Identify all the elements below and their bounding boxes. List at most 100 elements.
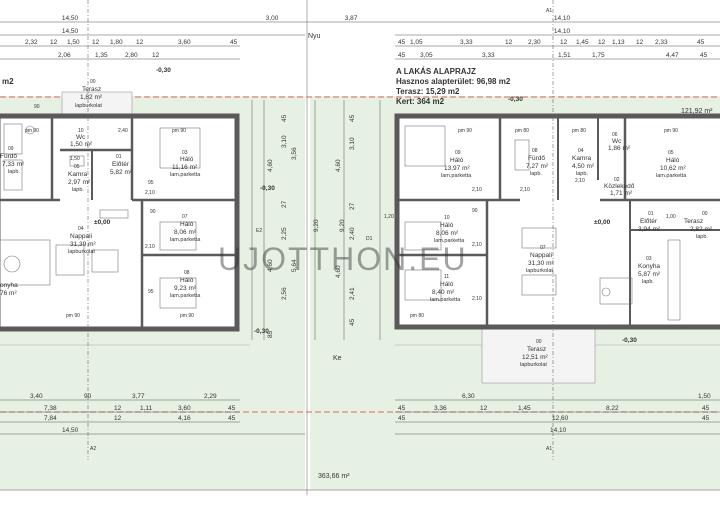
dim-value: 85	[267, 330, 274, 338]
right-terrace-entry-label: 00 Terasz 2,82 m² lapb.	[684, 211, 713, 240]
right-room-05: 05 Háló 10,62 m² lam.parketta	[656, 150, 687, 179]
dim-value: 45	[697, 39, 705, 46]
room-id: 01	[648, 211, 654, 217]
dim-value: 3,10	[349, 137, 356, 150]
left-fixtures	[0, 123, 201, 309]
dim-value: 3,36	[434, 405, 447, 412]
left-walls	[0, 113, 240, 332]
room-floor: lam.parketta	[170, 172, 201, 178]
room-id: 03	[182, 150, 188, 156]
dim-value: 7,38	[44, 405, 57, 412]
dim-value: 12	[636, 39, 644, 46]
dim-top-row4-right: 45 3,05 3,33 1,51 1,75 4,47 45	[398, 52, 708, 59]
room-name: Kamra	[572, 155, 592, 162]
dim-value: 12	[598, 39, 606, 46]
room-area: 31,30 m²	[528, 260, 554, 267]
room-area: 4,50 m²	[572, 163, 595, 170]
dim-value: 1,13	[612, 39, 625, 46]
opening-label: 2,10	[145, 190, 155, 196]
room-area: 31,39 m²	[70, 241, 96, 248]
right-room-07: 07 Nappali 31,30 m² lapburkolat	[526, 245, 554, 274]
room-name: onyha	[0, 282, 18, 289]
opening-label: 1,00	[666, 214, 676, 220]
room-name: Háló	[666, 157, 680, 164]
section-a2-bottom: A2	[90, 446, 96, 452]
dim-value: 45	[228, 415, 236, 422]
room-name: Háló	[180, 221, 194, 228]
garden-area-line: Kert: 364 m2	[396, 97, 445, 106]
dim-value: 90	[84, 393, 92, 400]
opening-label: pm 90	[664, 128, 678, 134]
room-id: 04	[78, 226, 84, 232]
dim-value: 45	[700, 52, 708, 59]
left-room-07: 07 Háló 8,06 m² lam.parketta	[170, 214, 201, 243]
terrace-name: Terasz	[527, 346, 546, 353]
level-left-bottom: -0,30	[254, 328, 269, 335]
room-floor: lapburkolat	[68, 249, 95, 255]
room-area: 13,97 m²	[444, 165, 470, 172]
level-left-mid: -0,30	[260, 185, 275, 192]
dim-bottom-14-50: 14,50	[62, 427, 79, 434]
dim-value: 1,35	[95, 52, 108, 59]
room-id: 04	[578, 148, 584, 154]
dim-bottom-row1: 3,40 90 3,77 2,29 6,30 1,50	[30, 393, 711, 400]
room-name: Előtér	[112, 161, 130, 168]
room-area: 1,86 m²	[608, 145, 631, 152]
right-room-02: 02 Közlekedő 1,71 m²	[604, 177, 635, 197]
room-floor: lapb.	[8, 169, 20, 175]
opening-label: 90	[150, 209, 156, 215]
room-floor: lam.parketta	[170, 293, 201, 299]
dim-value: 2,32	[25, 39, 38, 46]
left-building-floor	[0, 116, 237, 329]
dim-value: 27	[281, 200, 288, 208]
dim-value: 12	[480, 405, 488, 412]
room-floor: lam.parketta	[434, 238, 465, 244]
room-name: Nappali	[530, 252, 552, 259]
dim-value: 1,75	[592, 52, 605, 59]
opening-label: 1,20	[384, 214, 394, 220]
watermark: UJOTTHON.EU	[218, 241, 468, 277]
opening-label: pm 90	[180, 313, 194, 319]
dim-value: 12,60	[552, 415, 569, 422]
opening-label: 2,10	[472, 187, 482, 193]
dim-value: 12	[50, 39, 58, 46]
opening-label: pm 80	[410, 313, 424, 319]
useful-area-line: Hasznos alapterület: 96,98 m2	[396, 77, 511, 86]
right-fixtures	[404, 125, 681, 321]
room-area: 8,40 m²	[432, 289, 455, 296]
room-name: Háló	[440, 281, 454, 288]
dim-value: 8,22	[606, 405, 619, 412]
room-name: Közlekedő	[604, 183, 635, 190]
section-a1-top: A1	[546, 8, 552, 14]
left-room-09: 09 Fürdő 7,33 m² lapb.	[0, 146, 25, 175]
level-top-left: -0,30	[156, 67, 171, 74]
left-room-05: 05 Kamra 2,97 m² lapb.	[68, 164, 91, 193]
room-floor: lapb.	[642, 279, 654, 285]
opening-label: pm 80	[572, 128, 586, 134]
room-area: 8,06 m²	[436, 230, 459, 237]
dim-value: 2,29	[204, 393, 217, 400]
terrace-name: Terasz	[684, 218, 703, 225]
dim-top-row4-left: 2,06 1,35 2,80 12	[58, 52, 160, 59]
dim-value: 1,11	[140, 405, 153, 412]
dim-value: 3,05	[420, 52, 433, 59]
right-room-06: 06 Wc 1,86 m²	[608, 132, 631, 152]
room-id: 08	[532, 148, 538, 154]
dim-value: 1,50	[67, 39, 80, 46]
dim-value: 12	[152, 52, 160, 59]
dim-top-row3-left: 2,32 12 1,50 12 1,80 12 3,60 45	[25, 39, 238, 46]
dim-value: 45	[398, 52, 406, 59]
room-id: 08	[184, 270, 190, 276]
plot-area-total: 363,66 m²	[318, 473, 350, 480]
dim-top-14-10-a: 14,10	[554, 15, 571, 22]
opening-label: 2,10	[472, 242, 482, 248]
room-floor: lapburkolat	[526, 268, 553, 274]
opening-label: pm 90	[25, 128, 39, 134]
dim-value: 2,56	[281, 287, 288, 300]
room-floor: lapb.	[530, 171, 542, 177]
dim-value: 3,77	[132, 393, 145, 400]
room-id: 05	[668, 150, 674, 156]
dim-top-row3-right: 45 1,05 3,33 12 2,30 12 1,45 12 1,13 12 …	[398, 39, 705, 46]
dim-value: 3,60	[178, 405, 191, 412]
